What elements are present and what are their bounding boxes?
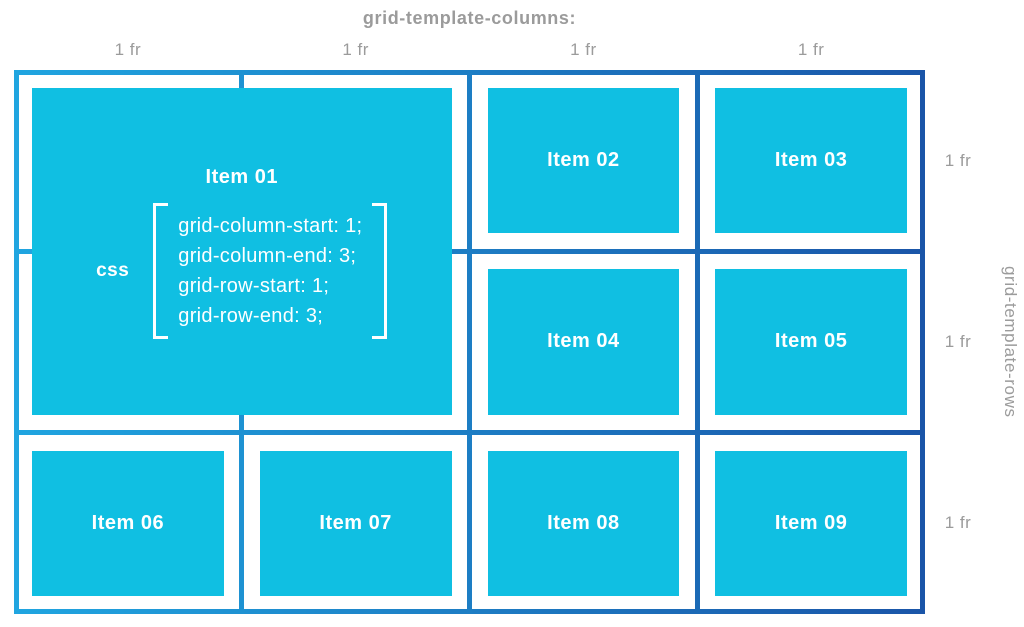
item-07-label: Item 07 [319,511,392,534]
code-line-grid-row-end: grid-row-end: 3; [178,305,324,327]
css-code-block: css grid-column-start: 1; grid-column-en… [96,203,388,339]
grid-cell-03: Item 03 [697,70,925,251]
bracket-open-icon [153,203,169,339]
grid-cells: Item 01 css grid-column-start: 1; grid-c… [14,70,925,614]
column-track-labels: 1 fr 1 fr 1 fr 1 fr [14,40,925,60]
code-line-grid-column-start: grid-column-start: 1; [178,215,363,237]
grid-line-row-2 [14,248,925,254]
item-02-label: Item 02 [547,149,620,172]
item-06-label: Item 06 [91,511,165,534]
column-track-label-3: 1 fr [570,40,597,59]
item-08-label: Item 08 [547,511,620,534]
item-05-label: Item 05 [774,330,848,353]
row-track-label-2: 1 fr [944,331,972,351]
grid-cell-02: Item 02 [470,70,698,251]
item-03-label: Item 03 [774,149,848,172]
grid-cell-04: Item 04 [470,251,698,432]
rows-axis-title: grid-template-rows [1001,266,1020,418]
item-01-label: Item 01 [205,166,278,188]
grid-border-right [920,70,925,614]
item-04-label: Item 04 [547,330,620,353]
grid-item-07: Item 07 [259,450,452,596]
column-track-label-4: 1 fr [797,40,825,59]
grid-line-column-4 [694,70,700,614]
grid-line-row-3 [14,430,925,436]
item-09-label: Item 09 [774,511,848,534]
css-code-lines: grid-column-start: 1; grid-column-end: 3… [168,203,372,339]
row-track-label-1: 1 fr [944,150,972,170]
bracket-close-icon [372,203,388,339]
grid-line-column-3 [467,70,472,614]
column-track-label-2: 1 fr [342,40,369,59]
grid-item-03: Item 03 [715,88,907,234]
row-track-labels: 1 fr 1 fr 1 fr [936,70,980,614]
grid-cell-06: Item 06 [14,433,242,614]
grid-item-06: Item 06 [32,450,224,596]
grid-item-02: Item 02 [487,88,680,234]
row-track-label-3: 1 fr [944,513,972,533]
grid-item-09: Item 09 [715,450,907,596]
grid-item-04: Item 04 [487,269,680,415]
grid-cell-01: Item 01 css grid-column-start: 1; grid-c… [14,70,470,433]
code-line-grid-row-start: grid-row-start: 1; [178,275,330,297]
grid-cell-07: Item 07 [242,433,470,614]
css-language-label: css [96,260,130,281]
grid-item-08: Item 08 [487,450,680,596]
grid-item-01: Item 01 css grid-column-start: 1; grid-c… [32,88,452,415]
column-track-label-1: 1 fr [114,40,142,59]
grid-figure: Item 01 css grid-column-start: 1; grid-c… [14,70,925,614]
grid-cell-05: Item 05 [697,251,925,432]
code-line-grid-column-end: grid-column-end: 3; [178,245,357,267]
grid-cell-09: Item 09 [697,433,925,614]
grid-item-05: Item 05 [715,269,907,415]
columns-axis-title: grid-template-columns: [362,8,577,28]
grid-border-left [14,70,19,614]
grid-cell-08: Item 08 [470,433,698,614]
